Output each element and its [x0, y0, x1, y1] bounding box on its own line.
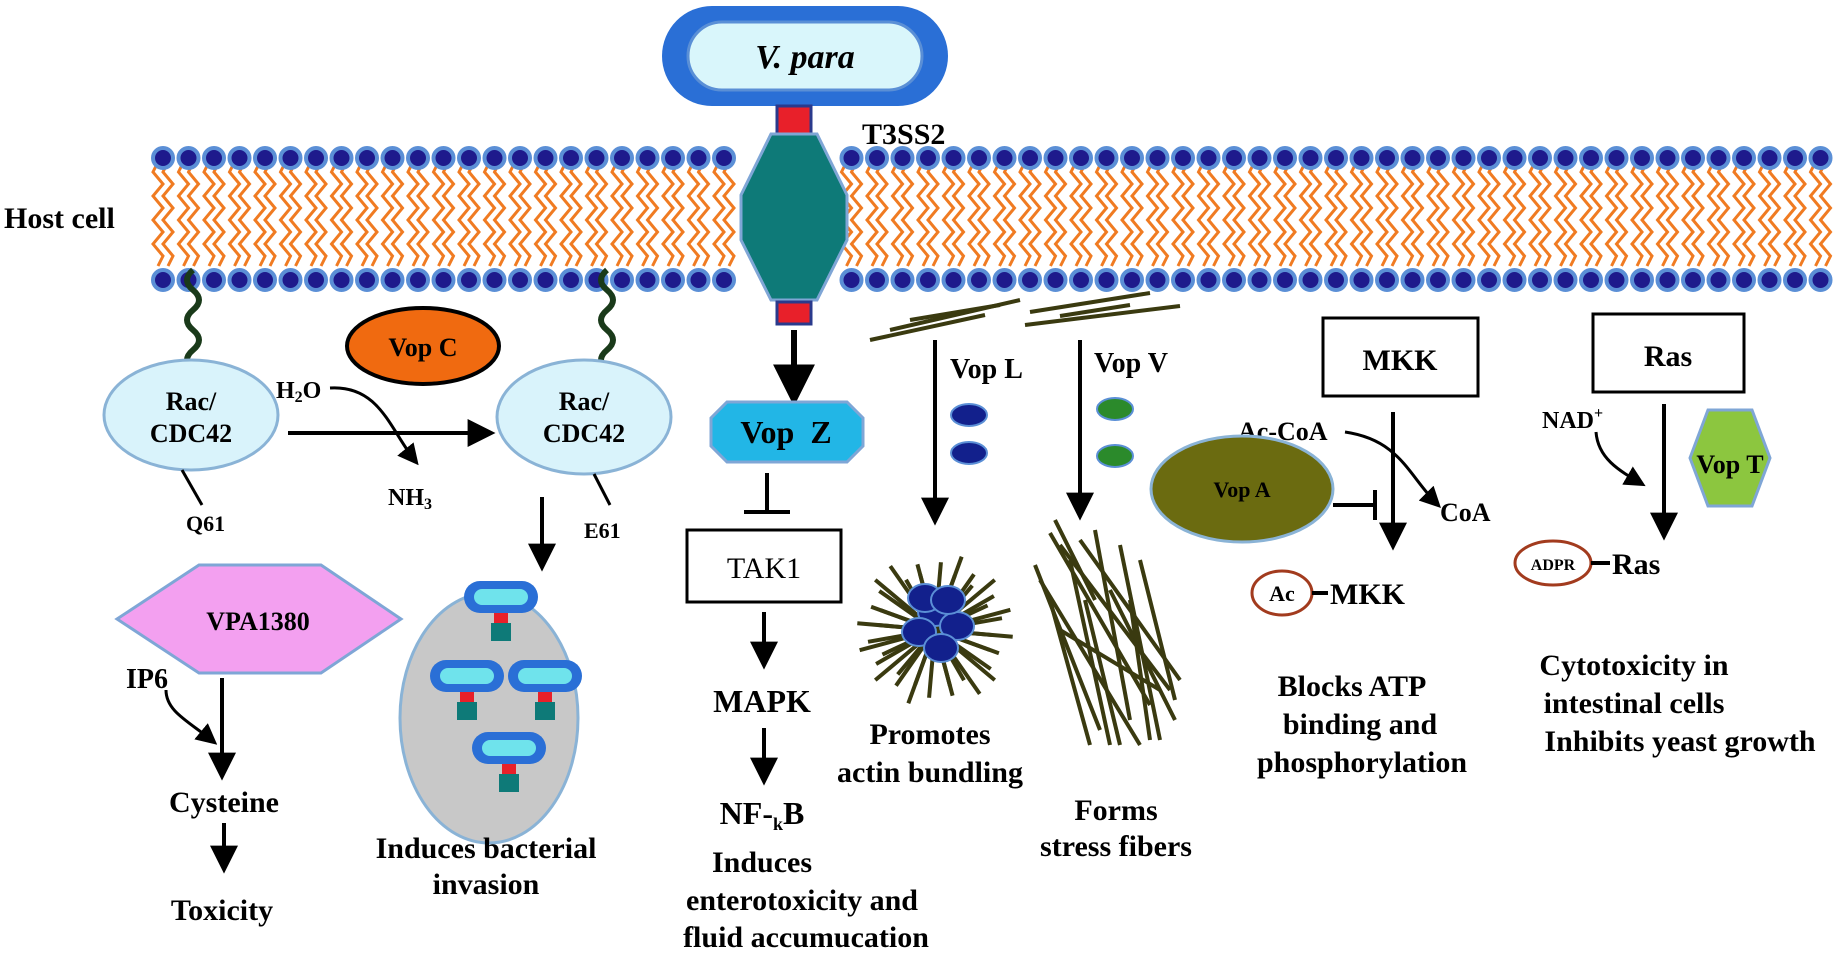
- coa-label: CoA: [1440, 498, 1491, 527]
- cysteine-label: Cysteine: [169, 786, 279, 819]
- adpr-label: ADPR: [1531, 557, 1576, 574]
- v-para-bacterium: V. para: [662, 6, 948, 106]
- tak1-label: TAK1: [727, 552, 801, 585]
- vpa1380-diamond: [114, 563, 404, 675]
- blocks-line1: Blocks ATP: [1278, 670, 1427, 703]
- stress-fiber-line: [1058, 628, 1162, 692]
- nfkb-label: NF-kB: [720, 795, 805, 834]
- ac-label: Ac: [1269, 581, 1295, 606]
- vop-z-label: Vop Z: [740, 414, 831, 450]
- nad-label: NAD+: [1542, 405, 1603, 434]
- stress-fiber-line: [1093, 529, 1132, 721]
- stress-fibers: [1033, 519, 1182, 747]
- stress-fiber-line: [1138, 559, 1177, 701]
- invasion-line2: invasion: [433, 868, 540, 901]
- cytotox-line1: Cytotoxicity in: [1539, 649, 1728, 682]
- mini-bacterium: [472, 732, 546, 792]
- cytotox-line3: Inhibits yeast growth: [1544, 725, 1815, 758]
- host-cell-label: Host cell: [4, 202, 115, 235]
- vop-c-label: Vop C: [388, 333, 457, 362]
- mkk-box-label: MKK: [1363, 344, 1439, 377]
- stress-fiber-line: [1083, 599, 1122, 746]
- bundling-line1: Promotes: [869, 718, 990, 751]
- coil-left: [184, 267, 202, 373]
- ras-box-label: Ras: [1644, 340, 1692, 373]
- entero-line1: Induces: [712, 846, 812, 879]
- h2o-curve-arrow: [329, 386, 419, 466]
- vop-a-label: Vop A: [1213, 477, 1270, 502]
- vpa1380-label: VPA1380: [206, 607, 310, 636]
- e61-tick: [592, 473, 612, 506]
- vop-t: [1688, 408, 1772, 508]
- blocks-line2: binding and: [1283, 708, 1438, 741]
- actin-filaments-top: [869, 291, 1181, 342]
- vop-c: [345, 306, 501, 386]
- q61-label: Q61: [186, 511, 225, 536]
- entero-line2: enterotoxicity and: [686, 884, 918, 917]
- ac-coa-curve: [1344, 430, 1441, 508]
- vop-t-label: Vop T: [1696, 450, 1763, 479]
- rac-right-line2: CDC42: [543, 419, 625, 448]
- e61-label: E61: [584, 518, 621, 543]
- ras-box: [1591, 312, 1746, 394]
- mkk-mod-label: MKK: [1330, 578, 1406, 611]
- nad-curve: [1594, 431, 1646, 487]
- ip6-curve-arrow: [164, 689, 218, 745]
- rac-left-line2: CDC42: [150, 419, 232, 448]
- toxicity-label: Toxicity: [171, 894, 273, 927]
- actin-bundle: [857, 556, 1013, 704]
- internalized-bacteria: [430, 581, 582, 792]
- coil-right: [598, 267, 616, 373]
- vop-l-label: Vop L: [950, 354, 1023, 385]
- stress-fiber-line: [1053, 519, 1097, 601]
- stress-line2: stress fibers: [1040, 830, 1192, 863]
- vop-l-bound: [923, 633, 959, 663]
- nh3-label: NH3: [388, 485, 432, 513]
- rac-left-line1: Rac/: [166, 387, 217, 416]
- mapk-label: MAPK: [713, 683, 811, 719]
- vop-v-label: Vop V: [1094, 348, 1168, 379]
- t3ss2-label: T3SS2: [862, 118, 945, 151]
- mini-bacterium: [508, 660, 582, 720]
- bundling-line2: actin bundling: [837, 756, 1023, 789]
- ip6-label: IP6: [126, 664, 168, 695]
- host-cell-membrane: [151, 146, 1833, 292]
- vop-l-dot-2: [950, 441, 988, 465]
- entero-line3: fluid accumucation: [683, 921, 929, 954]
- stress-fiber-line: [1108, 589, 1177, 721]
- stress-fiber-line: [1038, 578, 1142, 747]
- h2o-label: H2O: [276, 378, 321, 406]
- rac-cdc42-left: [102, 358, 280, 472]
- t3ss2-injectisome: [739, 104, 849, 326]
- stress-fiber-line: [1128, 599, 1152, 741]
- ras-mod-label: Ras: [1612, 548, 1660, 581]
- rac-cdc42-right: [495, 358, 673, 476]
- vop-l-bound: [930, 585, 966, 615]
- vop-v-dot-1: [1096, 397, 1134, 421]
- stress-fiber-line: [1118, 544, 1162, 741]
- stress-fiber-line: [1048, 531, 1152, 707]
- tak1-box: [685, 528, 843, 604]
- rac-right-line1: Rac/: [559, 387, 610, 416]
- cytotox-line2: intestinal cells: [1544, 687, 1725, 720]
- invasion-line1: Induces bacterial: [376, 832, 597, 865]
- mini-bacterium: [464, 581, 538, 641]
- stress-line1: Forms: [1074, 794, 1157, 827]
- q61-tick: [180, 469, 204, 506]
- mini-bacterium: [430, 660, 504, 720]
- vop-a: [1149, 434, 1335, 544]
- stress-fiber-line: [1048, 599, 1092, 746]
- blocks-line3: phosphorylation: [1257, 746, 1467, 779]
- stress-fiber-line: [1068, 559, 1112, 746]
- vop-l-dot-1: [950, 403, 988, 427]
- vop-v-dot-2: [1096, 444, 1134, 468]
- v-para-label: V. para: [755, 39, 855, 76]
- mkk-box: [1321, 316, 1480, 398]
- vop-z: [709, 400, 865, 464]
